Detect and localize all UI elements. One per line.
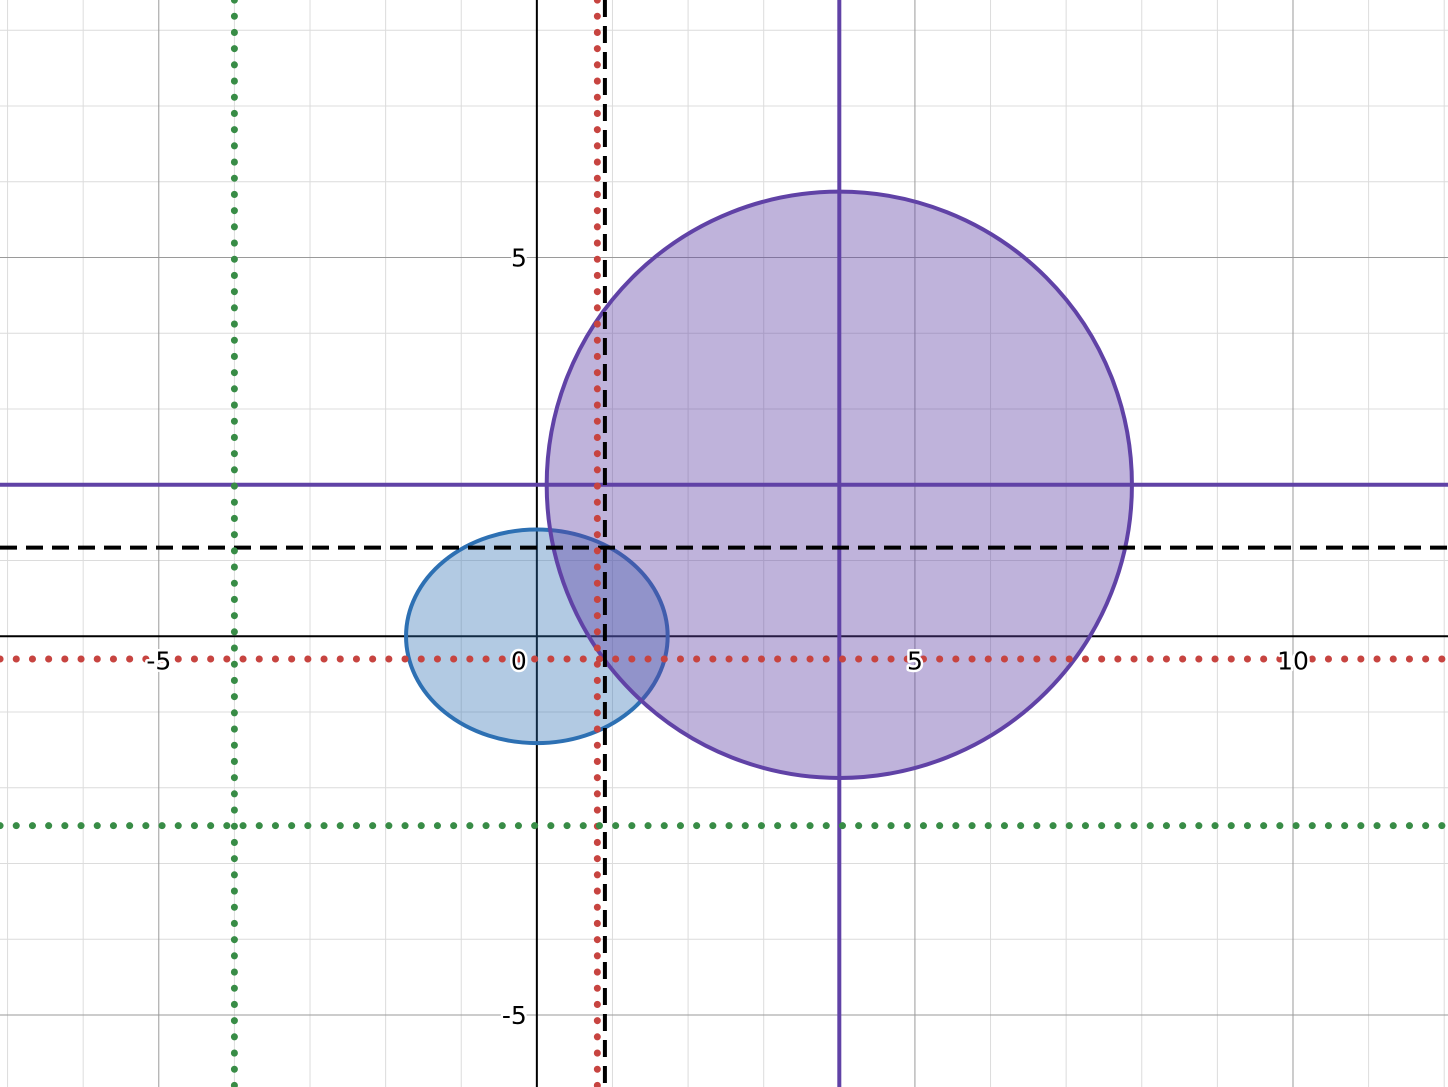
x-tick-label: 0 (511, 646, 527, 675)
y-tick-label: -5 (502, 1001, 527, 1030)
y-tick-label: 5 (511, 244, 527, 273)
x-tick-label: 10 (1277, 646, 1309, 675)
ellipse-curve-1[interactable] (404, 527, 670, 746)
x-tick-label: -5 (146, 646, 171, 675)
x-tick-label: 5 (907, 646, 923, 675)
tick-labels: -5 0 5 10 5 -5 (144, 241, 1312, 1032)
